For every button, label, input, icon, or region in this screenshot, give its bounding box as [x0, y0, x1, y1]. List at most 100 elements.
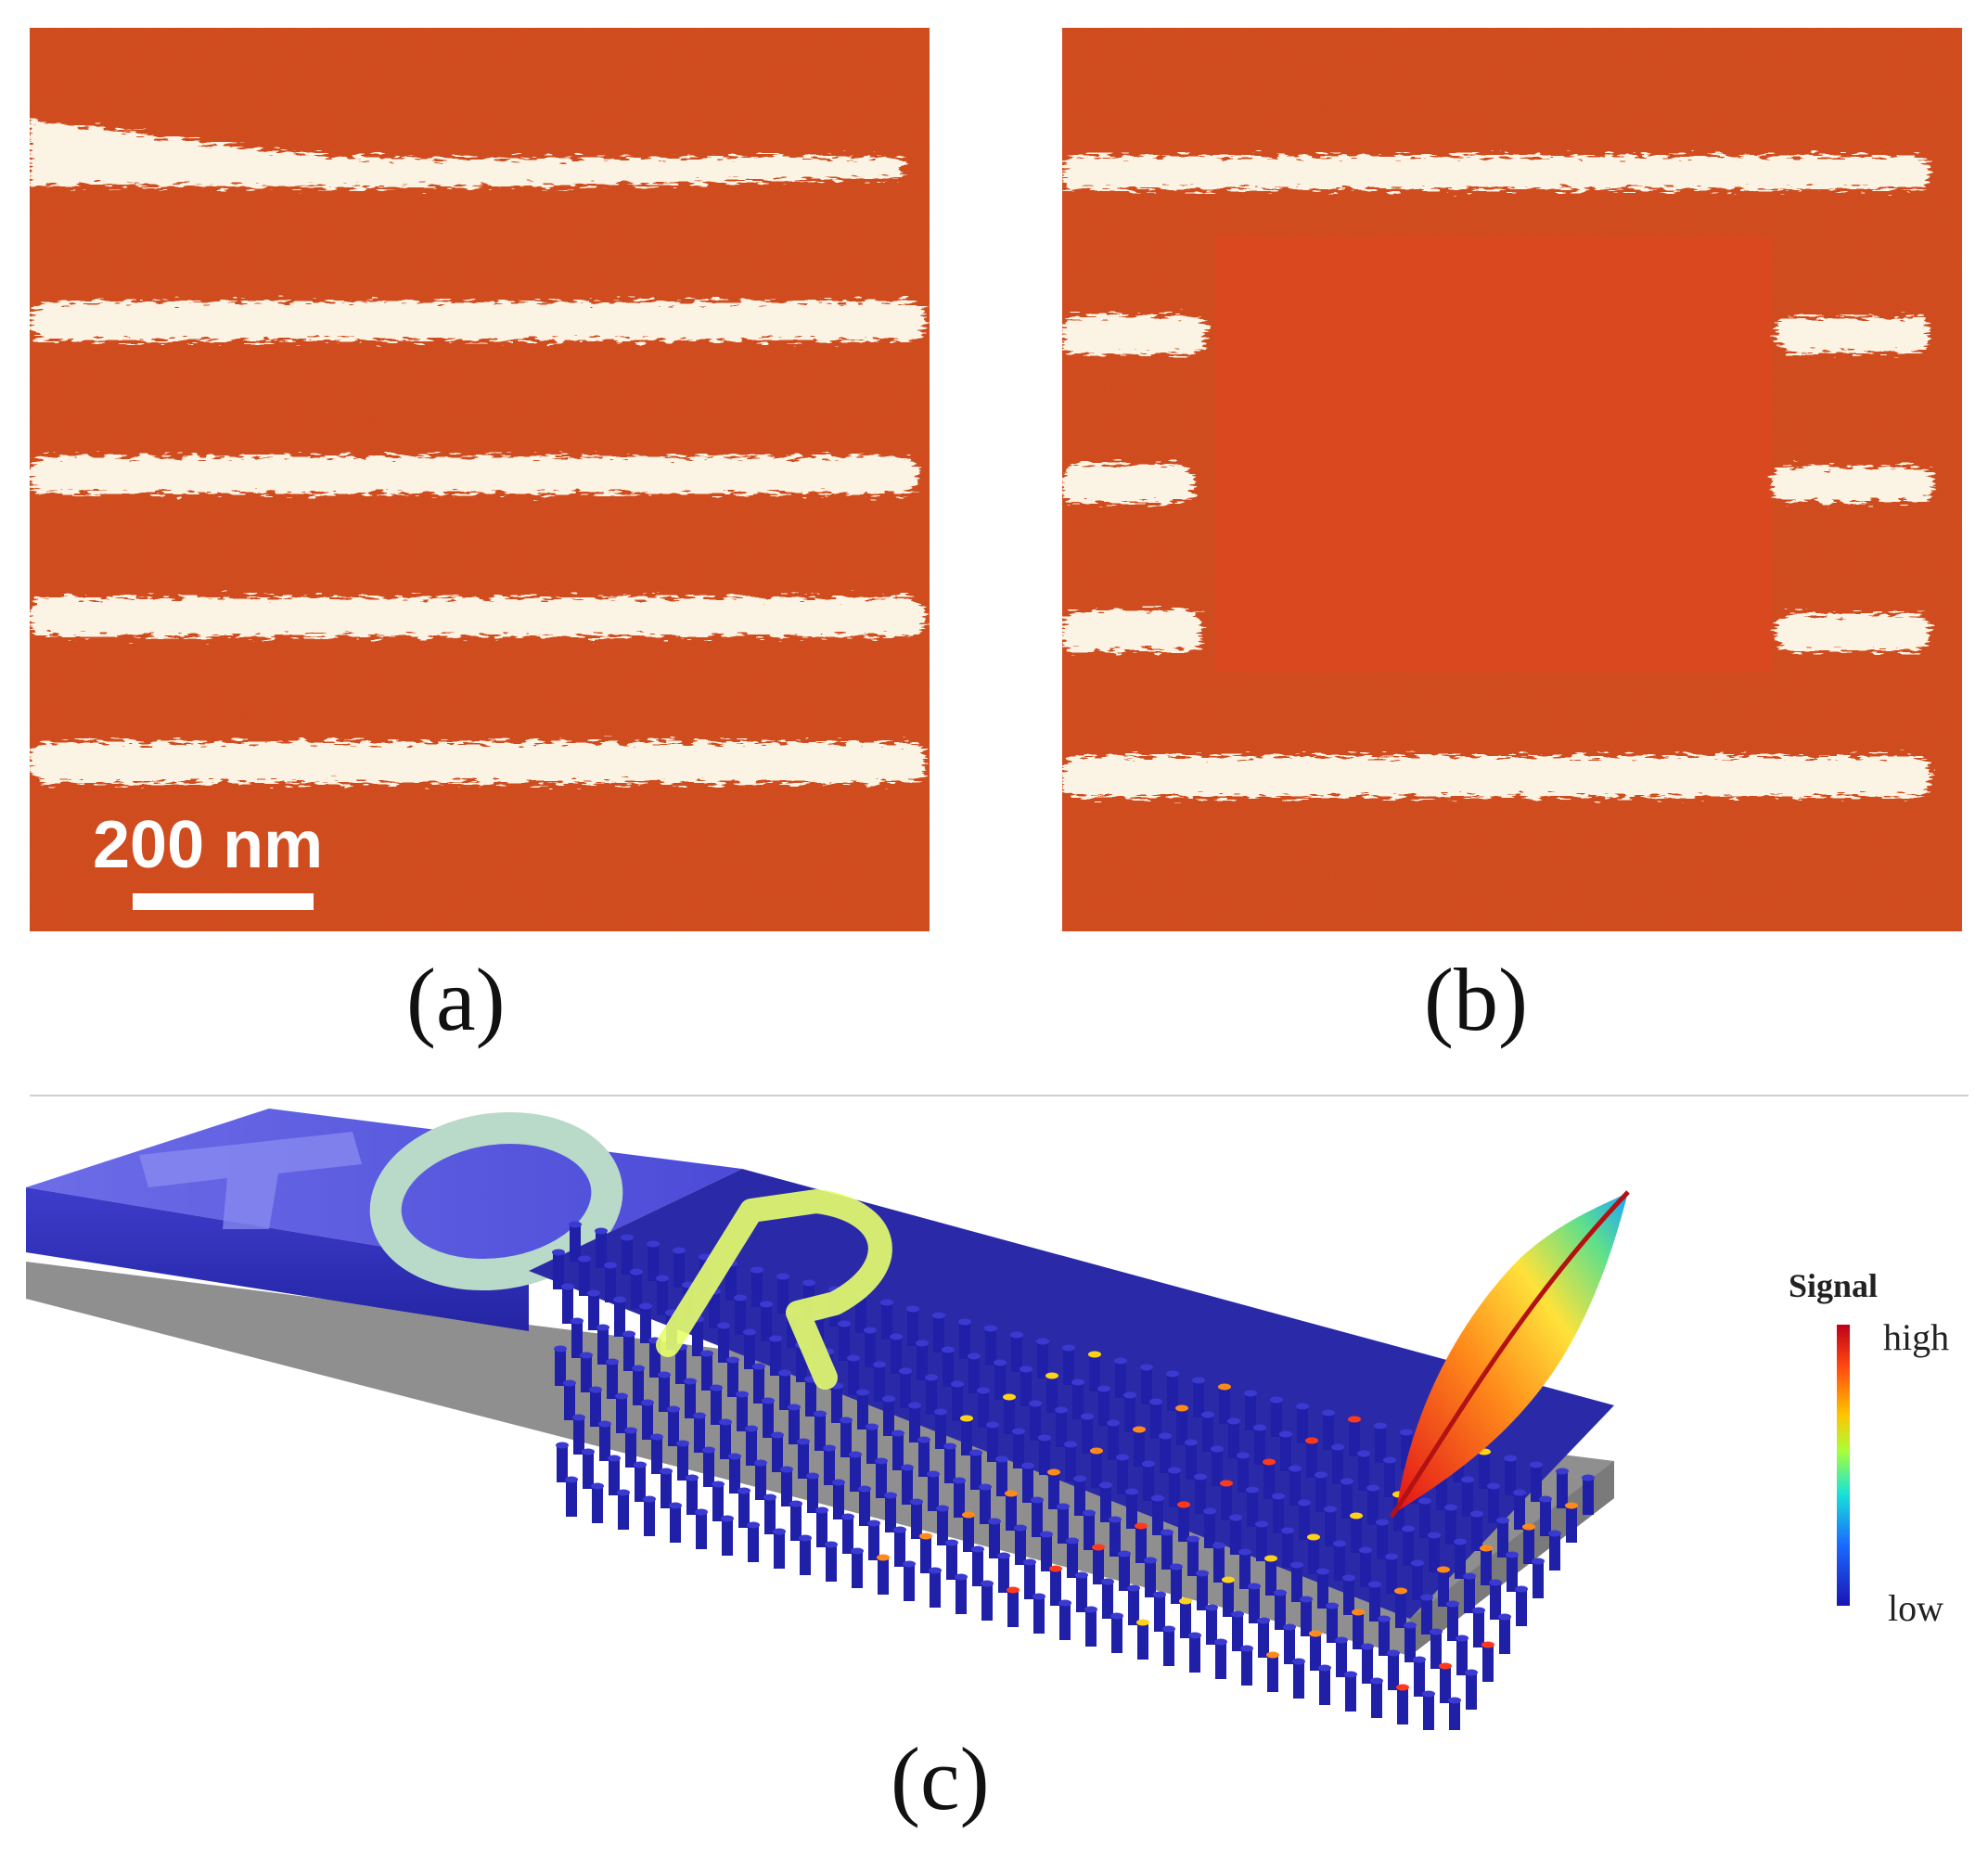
pillar	[1412, 1563, 1423, 1600]
pillar	[1084, 1513, 1095, 1550]
pillar	[1462, 1480, 1473, 1517]
pillar	[1223, 1580, 1234, 1617]
pillar	[592, 1486, 603, 1523]
panel-divider	[30, 1095, 1969, 1096]
legend-colorbar	[1837, 1325, 1850, 1606]
pillar-cap	[617, 1489, 630, 1496]
pillar-cap	[1374, 1422, 1387, 1430]
pillar	[1108, 1423, 1119, 1460]
pillar	[1126, 1492, 1137, 1529]
pillar-cap	[561, 1283, 574, 1290]
stripe-4	[30, 597, 925, 636]
pillar-cap	[1548, 1530, 1561, 1537]
stripe-2-right	[1776, 317, 1930, 353]
pillar-cap	[1194, 1473, 1207, 1481]
pillar	[564, 1383, 575, 1420]
pillar-cap	[1246, 1486, 1259, 1494]
pillar	[1239, 1552, 1251, 1589]
pillar	[1336, 1640, 1347, 1677]
pillar-cap	[1385, 1553, 1398, 1560]
pillar	[1230, 1518, 1241, 1555]
pillar	[1154, 1595, 1165, 1632]
pillar	[956, 1577, 967, 1614]
pillar	[1152, 1498, 1163, 1535]
pillar-cap	[572, 1414, 585, 1421]
pillar-cap	[1366, 1484, 1379, 1492]
pillar-cap	[1532, 1558, 1545, 1565]
panel-a-domain-map	[30, 28, 930, 931]
pillar-cap	[712, 1481, 725, 1488]
pillar-cap	[1161, 1529, 1174, 1536]
pillar	[571, 1321, 583, 1358]
pillar	[661, 1471, 672, 1508]
pillar	[1137, 1622, 1148, 1660]
pillar	[918, 1440, 930, 1477]
pillar-cap	[1185, 1439, 1198, 1446]
pillar	[1187, 1539, 1199, 1576]
pillar-cap	[919, 1532, 932, 1540]
pillar	[1074, 1479, 1085, 1516]
pillar-cap	[1322, 1409, 1335, 1417]
stripe-3-left	[1062, 464, 1192, 503]
pillar-cap	[700, 1350, 713, 1357]
pillar	[1456, 1638, 1468, 1675]
pillar-cap	[1021, 1462, 1034, 1469]
pillar-cap	[669, 1502, 682, 1509]
pillar-cap	[994, 1359, 1007, 1366]
pillar	[735, 1298, 746, 1335]
pillar	[1007, 1590, 1019, 1627]
pillar	[607, 1362, 618, 1399]
pillar-cap	[1281, 1527, 1294, 1534]
pillar	[590, 1390, 601, 1427]
pillar	[1247, 1490, 1258, 1527]
pillar	[616, 1396, 627, 1433]
pillar-cap	[1071, 1378, 1084, 1386]
pillar-cap	[1188, 1632, 1201, 1639]
pillar	[952, 1384, 963, 1421]
pillar	[675, 1347, 686, 1384]
pillar	[930, 1571, 941, 1608]
pillar	[677, 1443, 688, 1481]
pillar	[1186, 1442, 1197, 1480]
pillar	[625, 1430, 636, 1468]
letter-o-ring	[369, 1111, 623, 1291]
pillar-cap	[1463, 1572, 1476, 1580]
pillar	[1263, 1462, 1275, 1499]
pillar-cap	[595, 1227, 608, 1235]
pillar	[1358, 1454, 1369, 1491]
pillar-cap	[1266, 1651, 1279, 1659]
stripe-4-left	[1062, 610, 1201, 651]
pillar	[1160, 1436, 1171, 1473]
pillar-cap	[880, 1299, 893, 1306]
pillar	[573, 1417, 584, 1455]
pillar	[944, 1446, 956, 1483]
pillar-cap	[606, 1358, 619, 1365]
pillar	[1490, 1583, 1501, 1620]
pillar-cap	[554, 1345, 567, 1353]
pillar	[850, 1455, 861, 1492]
pillar-cap	[1387, 1649, 1400, 1657]
pillar	[865, 1330, 876, 1367]
pillar	[609, 1458, 620, 1495]
pillar-cap	[587, 1289, 600, 1297]
pillar	[876, 1461, 887, 1498]
pillar-cap	[1036, 1338, 1049, 1345]
pillar	[1349, 1419, 1360, 1456]
pillar-cap	[1045, 1372, 1058, 1379]
pillar-cap	[1289, 1465, 1302, 1472]
pillar-cap	[951, 1380, 964, 1388]
pillar	[746, 1429, 757, 1466]
pillar	[1082, 1417, 1093, 1454]
pillar-cap	[1014, 1524, 1027, 1532]
pillar-cap	[1214, 1638, 1227, 1646]
pillar	[1041, 1534, 1052, 1571]
pillar-cap	[1064, 1441, 1077, 1448]
pillar-cap	[565, 1476, 578, 1483]
pillar	[1275, 1593, 1286, 1630]
pillar	[840, 1420, 852, 1457]
pillar	[1317, 1571, 1328, 1609]
pillar-cap	[1361, 1643, 1374, 1650]
panel-b-caption: (b)	[1424, 950, 1528, 1049]
pillar-cap	[1411, 1559, 1424, 1567]
pillar	[1115, 1361, 1126, 1398]
